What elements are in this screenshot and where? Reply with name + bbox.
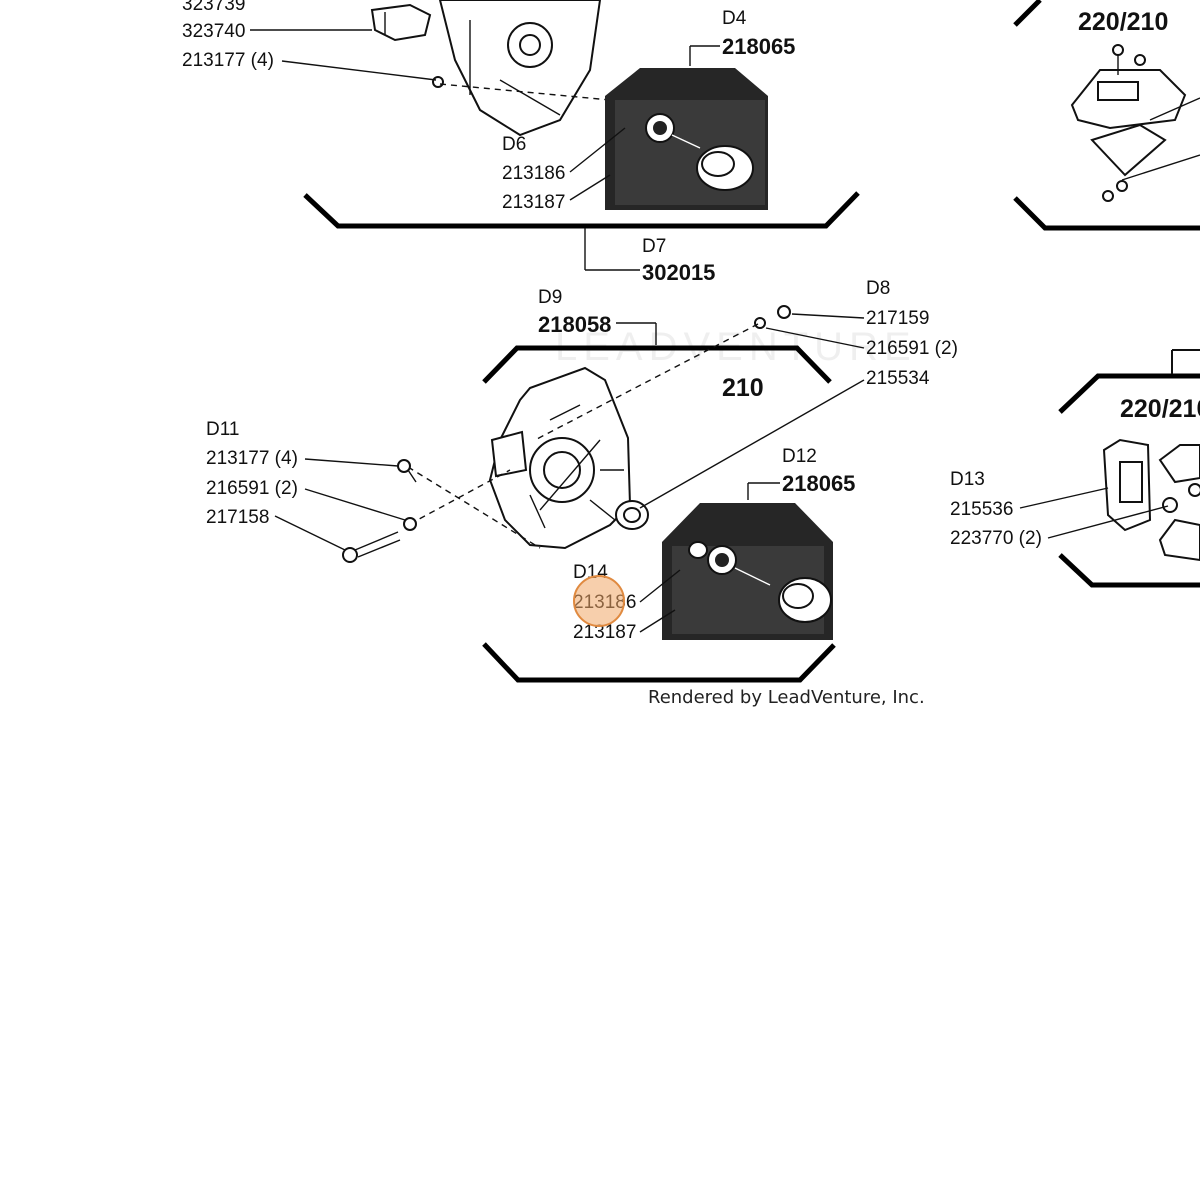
top-housing-drawing [438,0,602,137]
label-217158: 217158 [206,507,269,528]
bolt-213177-drawing [397,459,417,483]
label-323739: 323739 [182,0,245,15]
label-218065-top: 218065 [722,34,795,59]
label-d6: D6 [502,134,526,155]
top-right-tray-top [1013,0,1042,27]
top-clamp-drawing [370,3,432,42]
label-d11: D11 [206,419,239,440]
mid-tray-bottom [482,642,836,683]
top-bearing-box [605,68,768,210]
label-220-210-top: 220/210 [1078,8,1168,36]
click-highlight-marker [573,575,625,627]
label-218065-mid: 218065 [782,471,855,496]
top-right-cover-drawing [1070,44,1200,202]
label-213177-left: 213177 (4) [206,448,298,469]
label-d7: D7 [642,236,666,257]
footer-credit: Rendered by LeadVenture, Inc. [648,687,925,708]
label-218058: 218058 [538,312,611,337]
label-d4: D4 [722,8,747,29]
label-213177-top: 213177 (4) [182,50,274,71]
label-d8: D8 [866,278,890,299]
label-220-210-mid: 220/210 [1120,395,1200,423]
label-213187-top: 213187 [502,192,565,213]
mid-right-tray-bottom [1058,553,1200,588]
mid-bearing-box [662,503,833,640]
label-216591-left: 216591 (2) [206,478,298,499]
label-216591-right: 216591 (2) [866,338,958,359]
label-d12: D12 [782,446,817,467]
label-210: 210 [722,374,764,402]
label-223770: 223770 (2) [950,528,1042,549]
seal-215534-drawing [615,500,649,530]
label-215534: 215534 [866,368,930,389]
label-d13: D13 [950,469,985,490]
label-323740: 323740 [182,21,245,42]
nut-washer-drawing [754,305,791,329]
label-213187-mid: 213187 [573,622,636,643]
label-302015: 302015 [642,260,715,285]
mid-right-tray-top [1058,373,1200,414]
washer-216591-drawing [403,517,417,531]
bolt-217158-drawing [342,531,401,563]
label-213186-top: 213186 [502,163,565,184]
label-215536: 215536 [950,499,1013,520]
mid-tray-top [482,345,832,384]
label-d9: D9 [538,287,562,308]
label-217159: 217159 [866,308,929,329]
mid-right-parts-drawing [1102,438,1200,562]
top-tray-outline [303,191,860,229]
top-right-tray-bottom [1013,196,1200,231]
mid-housing-drawing [488,366,632,550]
